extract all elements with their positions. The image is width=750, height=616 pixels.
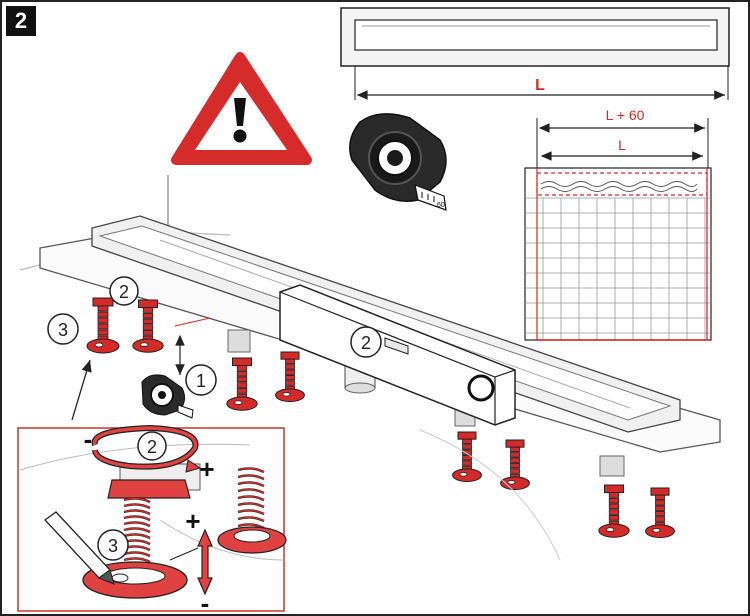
length-label-small: L [618, 137, 626, 153]
svg-text:3: 3 [58, 320, 68, 340]
adjustable-foot [132, 299, 164, 353]
plus-turn-sign: + [199, 454, 214, 484]
tape-reading: 60 [437, 202, 445, 209]
adjustable-foot [452, 431, 482, 483]
step-number: 2 [14, 8, 28, 33]
svg-text:2: 2 [119, 282, 129, 302]
measuring-tape-icon: 60 [349, 113, 447, 211]
detail-inset: 2 3 - + + - [17, 424, 561, 616]
svg-text:2: 2 [147, 437, 157, 457]
svg-text:3: 3 [108, 536, 118, 556]
adjustable-foot [598, 484, 630, 538]
adjustable-foot [226, 357, 258, 411]
length-dimension-label: L [535, 77, 545, 94]
warning-icon [171, 52, 312, 165]
callout-foot-top: 2 [109, 276, 139, 306]
callout-detail-turn: 2 [137, 431, 167, 461]
callout-detail-pen: 3 [97, 529, 129, 561]
callout-height: 1 [185, 364, 217, 396]
svg-text:2: 2 [361, 333, 371, 353]
spirit-level-icon [279, 284, 516, 426]
adjustable-feet [86, 297, 675, 539]
svg-text:1: 1 [196, 371, 206, 391]
adjustable-foot [275, 351, 305, 403]
plus-height-sign: + [185, 506, 200, 536]
adjustable-foot [500, 439, 530, 491]
callout-foot-side: 3 [47, 313, 79, 345]
minus-height-sign: - [201, 588, 210, 616]
callout-level: 2 [350, 326, 382, 358]
small-tape-icon [141, 374, 194, 419]
minus-turn-sign: - [84, 424, 93, 454]
adjustable-foot [86, 297, 120, 354]
adjustable-foot [645, 487, 675, 539]
channel-top-view: L [340, 7, 730, 100]
length-plus-60-label: L + 60 [606, 107, 645, 123]
step-number-badge: 2 [6, 6, 36, 36]
tile-grid-view: L + 60 L [524, 107, 712, 341]
